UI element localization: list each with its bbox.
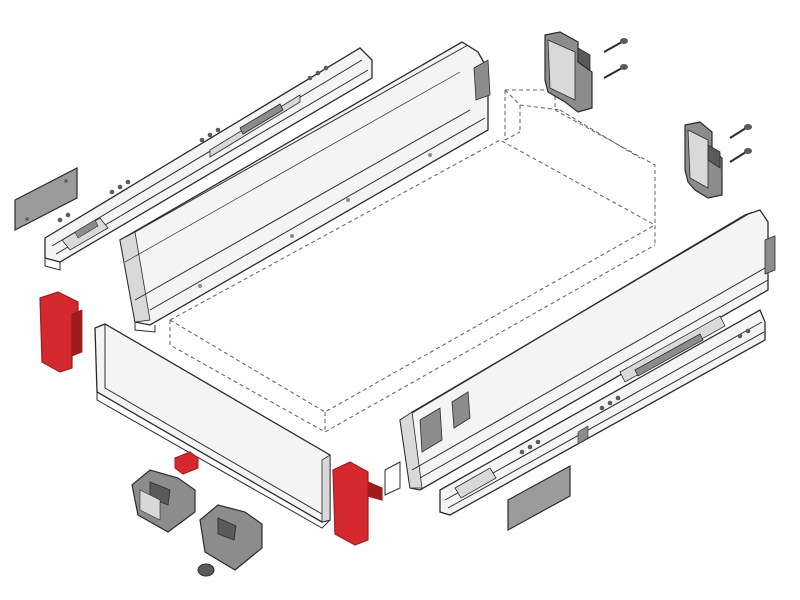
cover-plate-right <box>507 464 571 532</box>
right-runner <box>439 309 766 516</box>
front-cap-right <box>332 461 383 546</box>
back-bracket-left <box>544 31 593 113</box>
front-clip-small <box>174 451 199 475</box>
screw-1 <box>603 38 628 53</box>
drawer-box-outline <box>169 89 656 433</box>
locking-device-left <box>131 469 196 533</box>
screw-3 <box>729 124 752 139</box>
screw-4 <box>729 148 752 163</box>
back-bracket-right <box>684 121 723 199</box>
right-side-panel <box>384 209 776 496</box>
adjuster-knob <box>197 563 215 577</box>
left-side-panel <box>119 41 491 333</box>
front-cap-left <box>39 291 83 373</box>
left-runner <box>44 47 373 271</box>
cover-plate-left <box>14 167 78 231</box>
locking-device-right <box>199 504 263 571</box>
screw-2 <box>603 64 628 79</box>
drawer-front-panel <box>94 323 331 529</box>
